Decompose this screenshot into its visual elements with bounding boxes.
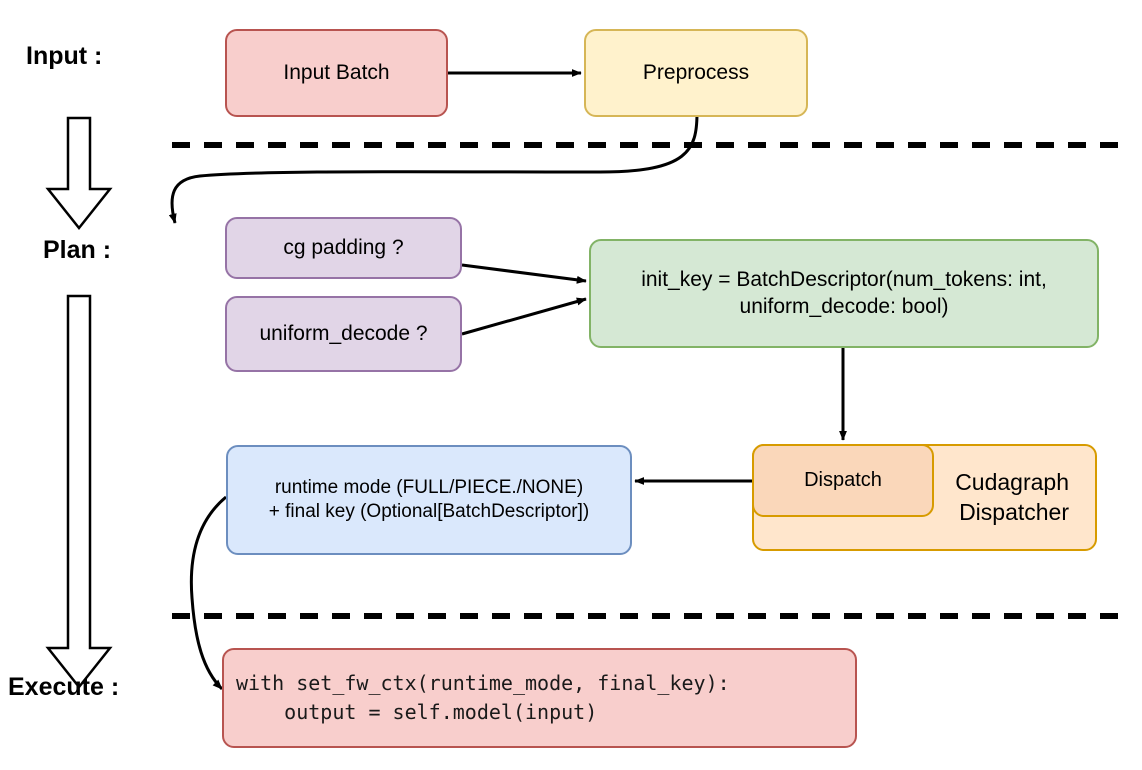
edge-runtime-mode-to-execute-code bbox=[189, 495, 227, 691]
plan-to-execute-arrow bbox=[45, 294, 113, 690]
execute-code-line2: output = self.model(input) bbox=[236, 700, 598, 724]
edge-uniform-decode-to-init-key bbox=[461, 297, 587, 336]
stage-label-plan: Plan : bbox=[43, 236, 112, 264]
stage-label-input: Input : bbox=[26, 42, 103, 70]
node-uniform-decode-label: uniform_decode ? bbox=[259, 321, 428, 345]
node-init-key[interactable]: init_key = BatchDescriptor(num_tokens: i… bbox=[589, 239, 1099, 348]
node-init-key-line1: init_key = BatchDescriptor(num_tokens: i… bbox=[641, 267, 1047, 291]
node-runtime-mode[interactable]: runtime mode (FULL/PIECE./NONE) + final … bbox=[226, 445, 632, 555]
node-preprocess[interactable]: Preprocess bbox=[584, 29, 808, 117]
node-cg-padding[interactable]: cg padding ? bbox=[225, 217, 462, 279]
stage-label-execute: Execute : bbox=[8, 673, 120, 701]
node-runtime-mode-line1: runtime mode (FULL/PIECE./NONE) bbox=[274, 476, 584, 498]
node-cudagraph-dispatcher-line2: Dispatcher bbox=[959, 498, 1069, 525]
node-uniform-decode[interactable]: uniform_decode ? bbox=[225, 296, 462, 372]
node-runtime-mode-line2: + final key (Optional[BatchDescriptor]) bbox=[268, 501, 590, 522]
node-dispatch-label: Dispatch bbox=[804, 468, 882, 491]
execute-code-line1: with set_fw_ctx(runtime_mode, final_key)… bbox=[236, 671, 730, 695]
node-dispatch[interactable]: Dispatch bbox=[752, 444, 934, 517]
input-to-plan-arrow bbox=[45, 116, 113, 231]
node-execute-code[interactable]: with set_fw_ctx(runtime_mode, final_key)… bbox=[222, 648, 857, 748]
node-preprocess-label: Preprocess bbox=[642, 60, 750, 84]
node-input-batch[interactable]: Input Batch bbox=[225, 29, 448, 117]
node-cudagraph-dispatcher-line1: Cudagraph bbox=[955, 469, 1069, 496]
node-init-key-line2: uniform_decode: bool) bbox=[739, 294, 949, 318]
execute-code-text: with set_fw_ctx(runtime_mode, final_key)… bbox=[236, 669, 730, 727]
node-cg-padding-label: cg padding ? bbox=[283, 235, 404, 259]
node-input-batch-label: Input Batch bbox=[283, 60, 390, 84]
edge-preprocess-to-cg-padding bbox=[168, 112, 699, 224]
edge-cg-padding-to-init-key bbox=[461, 263, 587, 284]
